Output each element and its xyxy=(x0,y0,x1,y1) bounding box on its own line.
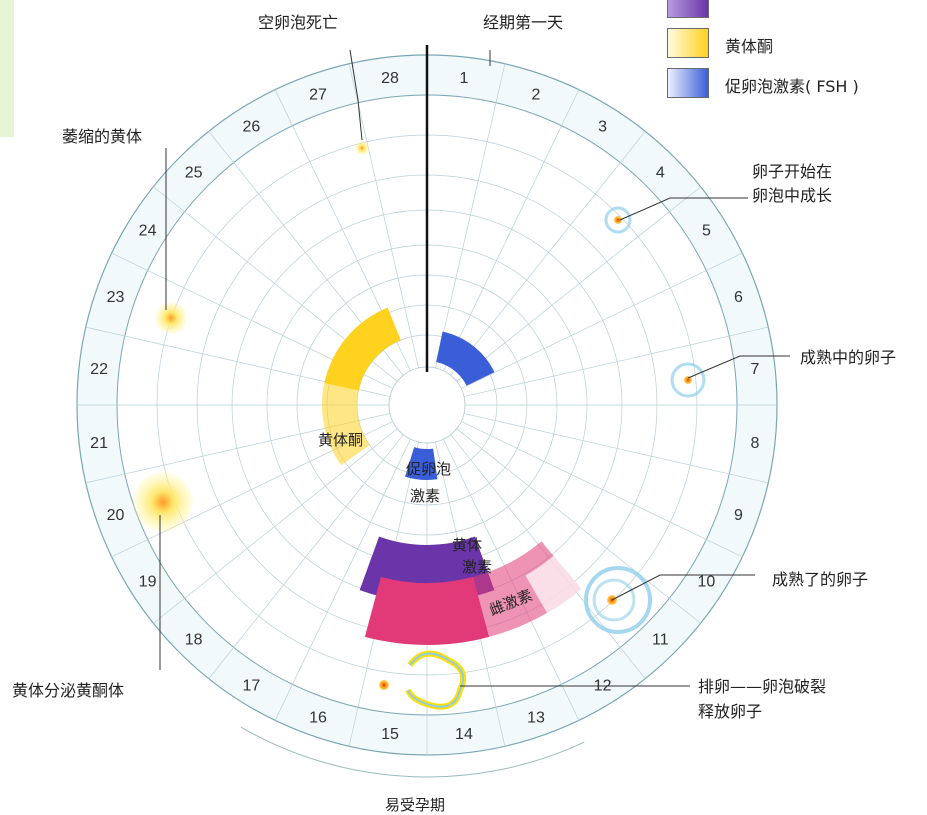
day-numbers: 1234567891011121314151617181920212223242… xyxy=(90,70,759,743)
released-egg xyxy=(379,680,389,690)
grid-spoke xyxy=(463,326,769,397)
day-number: 20 xyxy=(107,507,125,524)
egg-grows-leader xyxy=(619,197,748,221)
corpus-luteum-remnant xyxy=(355,141,369,155)
estrogen-sector xyxy=(364,576,490,646)
progesterone-sector-fade xyxy=(322,383,370,466)
empty-follicle-leader xyxy=(349,49,363,141)
fertile-period-arc xyxy=(240,726,585,778)
early-follicle-wall xyxy=(604,206,632,234)
leader-lines xyxy=(159,45,790,687)
day-number: 8 xyxy=(750,435,759,452)
legend-item-lh xyxy=(667,0,927,28)
day-number: 11 xyxy=(652,631,669,648)
grid-spoke xyxy=(450,131,646,376)
grid-spoke xyxy=(435,63,506,369)
annotation-ovulation-1: 排卵——卵泡破裂 xyxy=(698,677,827,696)
day-number: 2 xyxy=(532,87,541,104)
mature-follicle-inner xyxy=(592,578,636,622)
grid-spoke xyxy=(456,186,701,382)
day-number: 24 xyxy=(139,222,157,239)
mature-egg-leader xyxy=(611,574,755,601)
annotation-ovulation-2: 释放卵子 xyxy=(698,702,763,721)
lh-ring-label-1: 黄体 xyxy=(452,536,482,554)
legend: 黄体酮 促卵泡激素( FSH ) xyxy=(667,0,927,108)
day-number: 22 xyxy=(90,361,108,378)
day-number: 5 xyxy=(702,222,711,239)
legend-label: 促卵泡激素( FSH ) xyxy=(725,77,859,96)
maturing-egg-leader xyxy=(687,355,790,379)
ovary-stages xyxy=(133,141,706,710)
fsh-sector-early xyxy=(436,331,495,386)
ruptured-follicle-edge xyxy=(407,652,464,708)
estrogen-sector-fade-tip xyxy=(525,555,582,613)
day-number: 7 xyxy=(750,361,759,378)
center-hole xyxy=(388,366,466,444)
grid-spoke xyxy=(208,434,404,679)
annotation-corpus-luteum-secretes: 黄体分泌黄酮体 xyxy=(12,681,125,700)
grid-spoke xyxy=(456,428,701,624)
grid-spoke xyxy=(348,63,419,369)
day-number: 28 xyxy=(381,70,399,87)
day-number: 16 xyxy=(309,709,327,726)
day-number: 25 xyxy=(185,165,203,182)
grid-spoke xyxy=(461,421,743,558)
day-number: 27 xyxy=(309,87,327,104)
annotation-egg-grows-2: 卵泡中成长 xyxy=(752,186,833,205)
grid-spoke xyxy=(463,413,769,484)
grid-spoke xyxy=(274,439,411,721)
grid-spoke xyxy=(153,428,398,624)
legend-swatch xyxy=(667,0,709,18)
corpus-luteum-small xyxy=(155,302,187,334)
early-follicle-egg xyxy=(614,216,622,224)
grid-spoke xyxy=(443,89,580,371)
annotation-shrinking-corpus-luteum: 萎缩的黄体 xyxy=(62,127,143,146)
page-edge-strip xyxy=(0,0,14,137)
hormone-sectors xyxy=(322,307,582,646)
annotation-maturing-egg: 成熟中的卵子 xyxy=(800,348,897,367)
annotation-egg-grows-1: 卵子开始在 xyxy=(752,162,833,181)
day-number: 14 xyxy=(455,726,473,743)
legend-swatch xyxy=(667,68,709,98)
day-number: 21 xyxy=(90,435,108,452)
day-number: 26 xyxy=(243,119,261,136)
progesterone-sector xyxy=(324,307,401,391)
day-number: 1 xyxy=(459,70,468,87)
legend-swatch xyxy=(667,28,709,58)
mature-follicle-outer xyxy=(584,566,652,634)
progesterone-ring-label: 黄体酮 xyxy=(318,431,363,449)
annotation-first-day: 经期第一天 xyxy=(483,13,564,32)
day-number: 6 xyxy=(734,289,743,306)
day-number: 23 xyxy=(107,289,125,306)
day-number: 3 xyxy=(598,119,607,136)
fsh-sector-mid xyxy=(405,447,438,481)
maturing-follicle-egg xyxy=(684,376,692,384)
fsh-ring-label-1: 促卵泡 xyxy=(406,460,451,478)
legend-item-fsh: 促卵泡激素( FSH ) xyxy=(667,68,927,108)
grid-spoke xyxy=(461,252,743,389)
fertile-period-label: 易受孕期 xyxy=(385,796,445,814)
grid-lines xyxy=(77,55,777,755)
day-number: 18 xyxy=(185,631,203,648)
fsh-ring-label-2: 激素 xyxy=(410,487,440,505)
annotation-mature-egg: 成熟了的卵子 xyxy=(772,570,869,589)
day-number: 13 xyxy=(527,709,545,726)
legend-label: 黄体酮 xyxy=(725,37,774,56)
day-number: 15 xyxy=(381,726,399,743)
day-number: 19 xyxy=(139,574,157,591)
corpus-luteum-large xyxy=(133,472,193,532)
annotation-empty-follicle-dies: 空卵泡死亡 xyxy=(258,13,339,32)
day-number: 10 xyxy=(698,574,716,591)
day-number: 17 xyxy=(243,677,261,694)
day-number: 9 xyxy=(734,507,743,524)
ring-base xyxy=(76,54,778,756)
day-number: 4 xyxy=(656,165,665,182)
legend-item-progesterone: 黄体酮 xyxy=(667,28,927,68)
maturing-follicle-wall xyxy=(670,362,706,398)
lh-ring-label-2: 激素 xyxy=(462,558,492,576)
